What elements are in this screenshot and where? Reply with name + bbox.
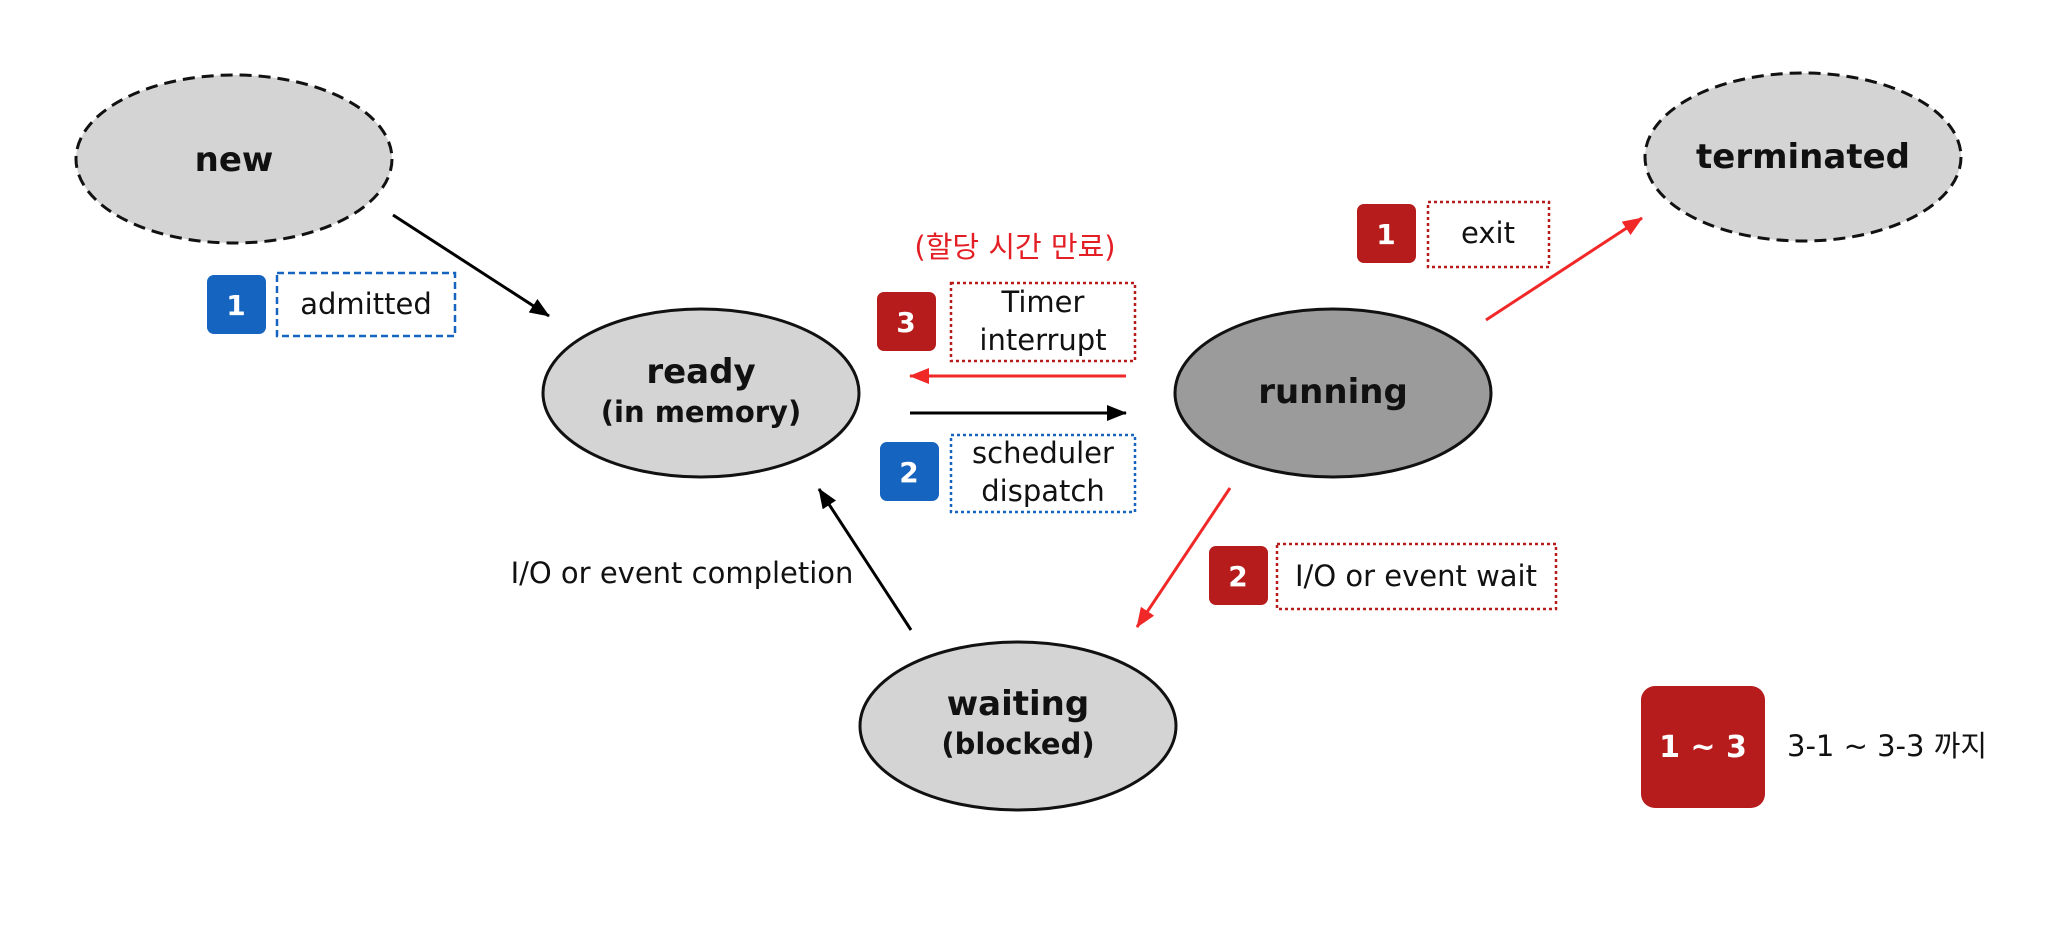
scheduler-dispatch-badge-number: 2: [899, 456, 918, 489]
legend-text: 3-1 ~ 3-3 까지: [1787, 729, 1987, 763]
exit-badge: [1357, 204, 1416, 263]
transition-admitted: 1 admitted: [207, 271, 457, 338]
state-running-shape: [1173, 307, 1493, 479]
state-running-title: running: [1258, 372, 1408, 412]
admitted-label-box: [275, 271, 457, 338]
io-event-wait-label-box: [1275, 542, 1558, 611]
transition-exit: 1 exit: [1357, 200, 1551, 269]
state-waiting: waiting (blocked): [858, 640, 1178, 812]
state-ready-shape: [541, 307, 861, 479]
state-new-title: new: [195, 140, 274, 180]
state-waiting-title: waiting: [947, 684, 1089, 724]
timer-interrupt-label-box: [949, 281, 1137, 363]
state-new: new: [74, 73, 394, 245]
exit-label: exit: [1461, 216, 1515, 250]
scheduler-dispatch-label-line2: dispatch: [981, 474, 1104, 508]
transition-timer-interrupt: 3 Timer interrupt: [877, 281, 1137, 363]
state-terminated: terminated: [1643, 71, 1963, 243]
state-waiting-subtitle: (blocked): [941, 727, 1094, 761]
admitted-badge-number: 1: [226, 289, 245, 322]
exit-badge-number: 1: [1376, 218, 1395, 251]
legend: 1 ~ 3 3-1 ~ 3-3 까지: [1641, 686, 1987, 808]
timer-note: (할당 시간 만료): [914, 230, 1115, 264]
state-terminated-title: terminated: [1696, 137, 1910, 177]
timer-interrupt-badge: [877, 292, 936, 351]
transition-io-event-wait: 2 I/O or event wait: [1209, 542, 1558, 611]
timer-interrupt-badge-number: 3: [896, 306, 915, 339]
arrow-running-to-terminated: [1485, 216, 1643, 322]
timer-interrupt-label-line2: interrupt: [979, 323, 1106, 357]
scheduler-dispatch-label-box: [949, 433, 1137, 514]
legend-badge-text: 1 ~ 3: [1659, 730, 1747, 765]
exit-label-box: [1426, 200, 1551, 269]
io-event-completion-label: I/O or event completion: [511, 556, 854, 590]
state-ready-title: ready: [646, 352, 755, 392]
state-ready-subtitle: (in memory): [601, 395, 801, 429]
state-terminated-shape: [1643, 71, 1963, 243]
io-event-wait-badge-number: 2: [1228, 560, 1247, 593]
arrow-new-to-ready: [392, 213, 550, 318]
admitted-label: admitted: [300, 287, 431, 321]
io-event-wait-label: I/O or event wait: [1295, 559, 1537, 593]
admitted-badge: [207, 275, 266, 334]
arrow-running-to-waiting: [1135, 487, 1232, 628]
arrow-waiting-to-ready: [817, 488, 913, 631]
state-ready: ready (in memory): [541, 307, 861, 479]
state-new-shape: [74, 73, 394, 245]
scheduler-dispatch-label-line1: scheduler: [972, 436, 1114, 470]
io-event-wait-badge: [1209, 546, 1268, 605]
legend-badge: [1641, 686, 1765, 808]
state-running: running: [1173, 307, 1493, 479]
transition-scheduler-dispatch: 2 scheduler dispatch: [880, 433, 1137, 514]
timer-interrupt-label-line1: Timer: [1001, 285, 1085, 319]
scheduler-dispatch-badge: [880, 442, 939, 501]
state-waiting-shape: [858, 640, 1178, 812]
